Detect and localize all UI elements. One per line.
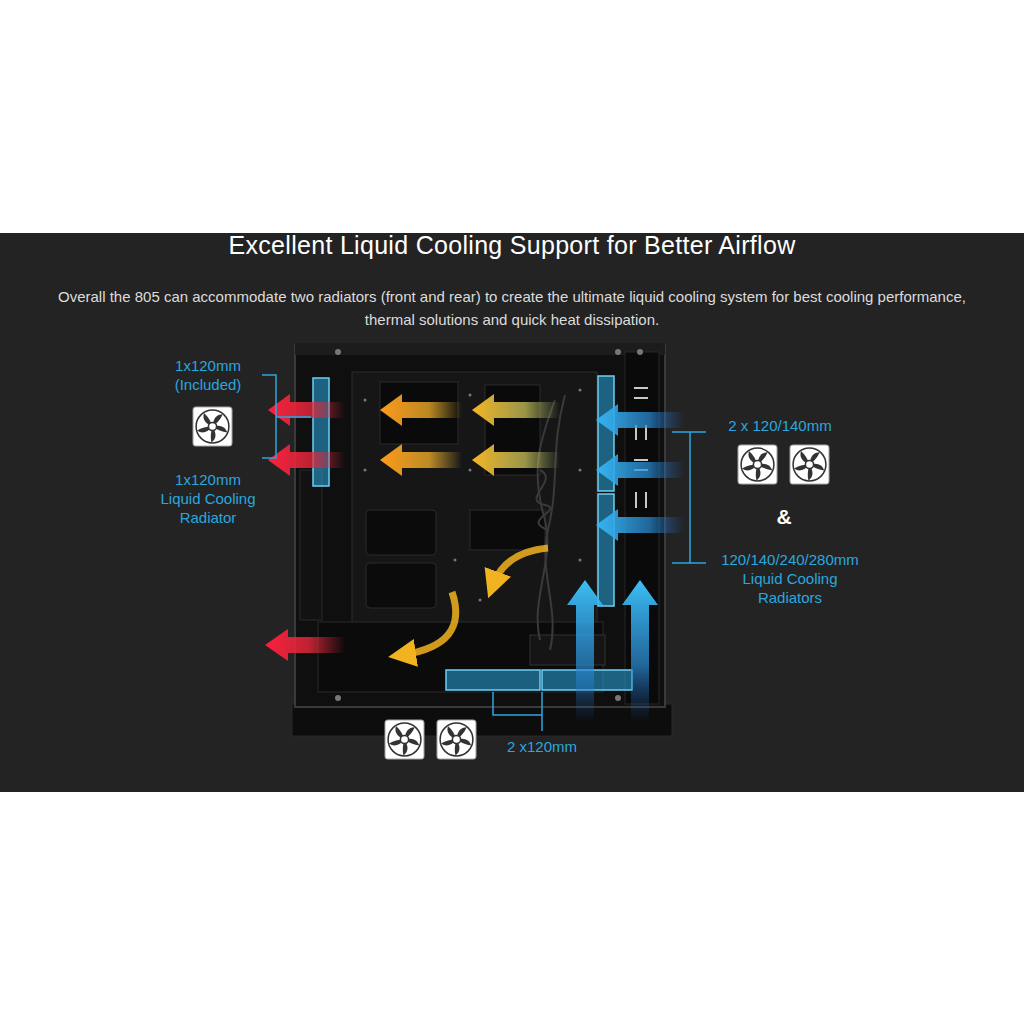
fan-label: 1x120mm (Included): [158, 356, 258, 394]
airflow-arrows-part: [380, 394, 462, 426]
description-text: Overall the 805 can accommodate two radi…: [45, 285, 979, 331]
airflow-arrows-part: [596, 454, 685, 486]
fan-icons-part: [193, 407, 232, 446]
airflow-arrows: [265, 394, 685, 722]
bracket-lines-part: [262, 375, 311, 458]
bracket-lines-part: [672, 432, 706, 563]
pc-case-part-part: [579, 469, 582, 472]
pc-case-part: [295, 343, 665, 355]
airflow-arrows-part: [380, 444, 462, 476]
pc-case-part: [292, 704, 672, 736]
pc-case-part-part: [479, 599, 482, 602]
airflow-arrows-part: [472, 394, 560, 426]
pc-case-part-part: [545, 395, 565, 650]
airflow-arrows-part: [596, 404, 685, 436]
pc-case-part-part: [364, 399, 367, 402]
radiator-label: 1x120mm Liquid Cooling Radiator: [156, 470, 260, 527]
pc-case-part-part: [634, 388, 648, 398]
fan-icons-part: [790, 445, 829, 484]
airflow-arrows-part: [596, 509, 685, 541]
pc-case-part-part: [536, 470, 550, 530]
radiators-part: [313, 378, 329, 486]
pc-case-part: [366, 510, 436, 555]
pc-case-part: [536, 395, 565, 650]
fan-icons: [193, 407, 829, 759]
radiators-part: [598, 494, 614, 606]
fan-icons-part: [385, 720, 424, 759]
bracket-lines-part: [493, 692, 542, 731]
pc-case-part-part: [637, 349, 643, 355]
ampersand: &: [764, 505, 804, 529]
pc-case-part-part: [335, 349, 341, 355]
radiator-label: 120/140/240/280mm Liquid Cooling Radiato…: [715, 550, 865, 607]
pc-case-part-part: [364, 469, 367, 472]
pc-case-part: [470, 510, 545, 550]
heading: Excellent Liquid Cooling Support for Bet…: [20, 231, 1004, 259]
fan-label: 2 x120mm: [492, 737, 592, 756]
pc-case-part-part: [469, 469, 472, 472]
airflow-arrows-part: [265, 629, 345, 661]
airflow-arrows-part: [493, 548, 548, 585]
pc-case-part-part: [615, 695, 621, 701]
pc-case-part-part: [335, 695, 341, 701]
pc-case-part: [366, 563, 436, 608]
pc-case-part: [300, 470, 322, 620]
airflow-arrows-part: [622, 580, 658, 722]
pc-case-part-part: [636, 492, 646, 508]
pc-case-part-part: [579, 559, 582, 562]
pc-case: [292, 343, 672, 736]
airflow-arrows-part: [268, 394, 345, 426]
airflow-arrows-part: [472, 444, 560, 476]
fan-label: 2 x 120/140mm: [710, 416, 850, 435]
dark-band: [0, 233, 1024, 792]
bracket-lines: [262, 375, 706, 731]
airflow-arrows-part: [268, 444, 345, 476]
pc-case-part: [634, 388, 648, 508]
pc-case-part-part: [615, 349, 621, 355]
pc-case-part-part: [454, 559, 457, 562]
airflow-arrows-part: [567, 580, 603, 722]
airflow-arrows-part: [402, 592, 456, 655]
pc-case-part-part: [469, 394, 472, 397]
fan-icons-part: [437, 720, 476, 759]
fan-icons-part: [738, 445, 777, 484]
pc-case-part-part: [579, 389, 582, 392]
radiators-part: [446, 670, 540, 690]
